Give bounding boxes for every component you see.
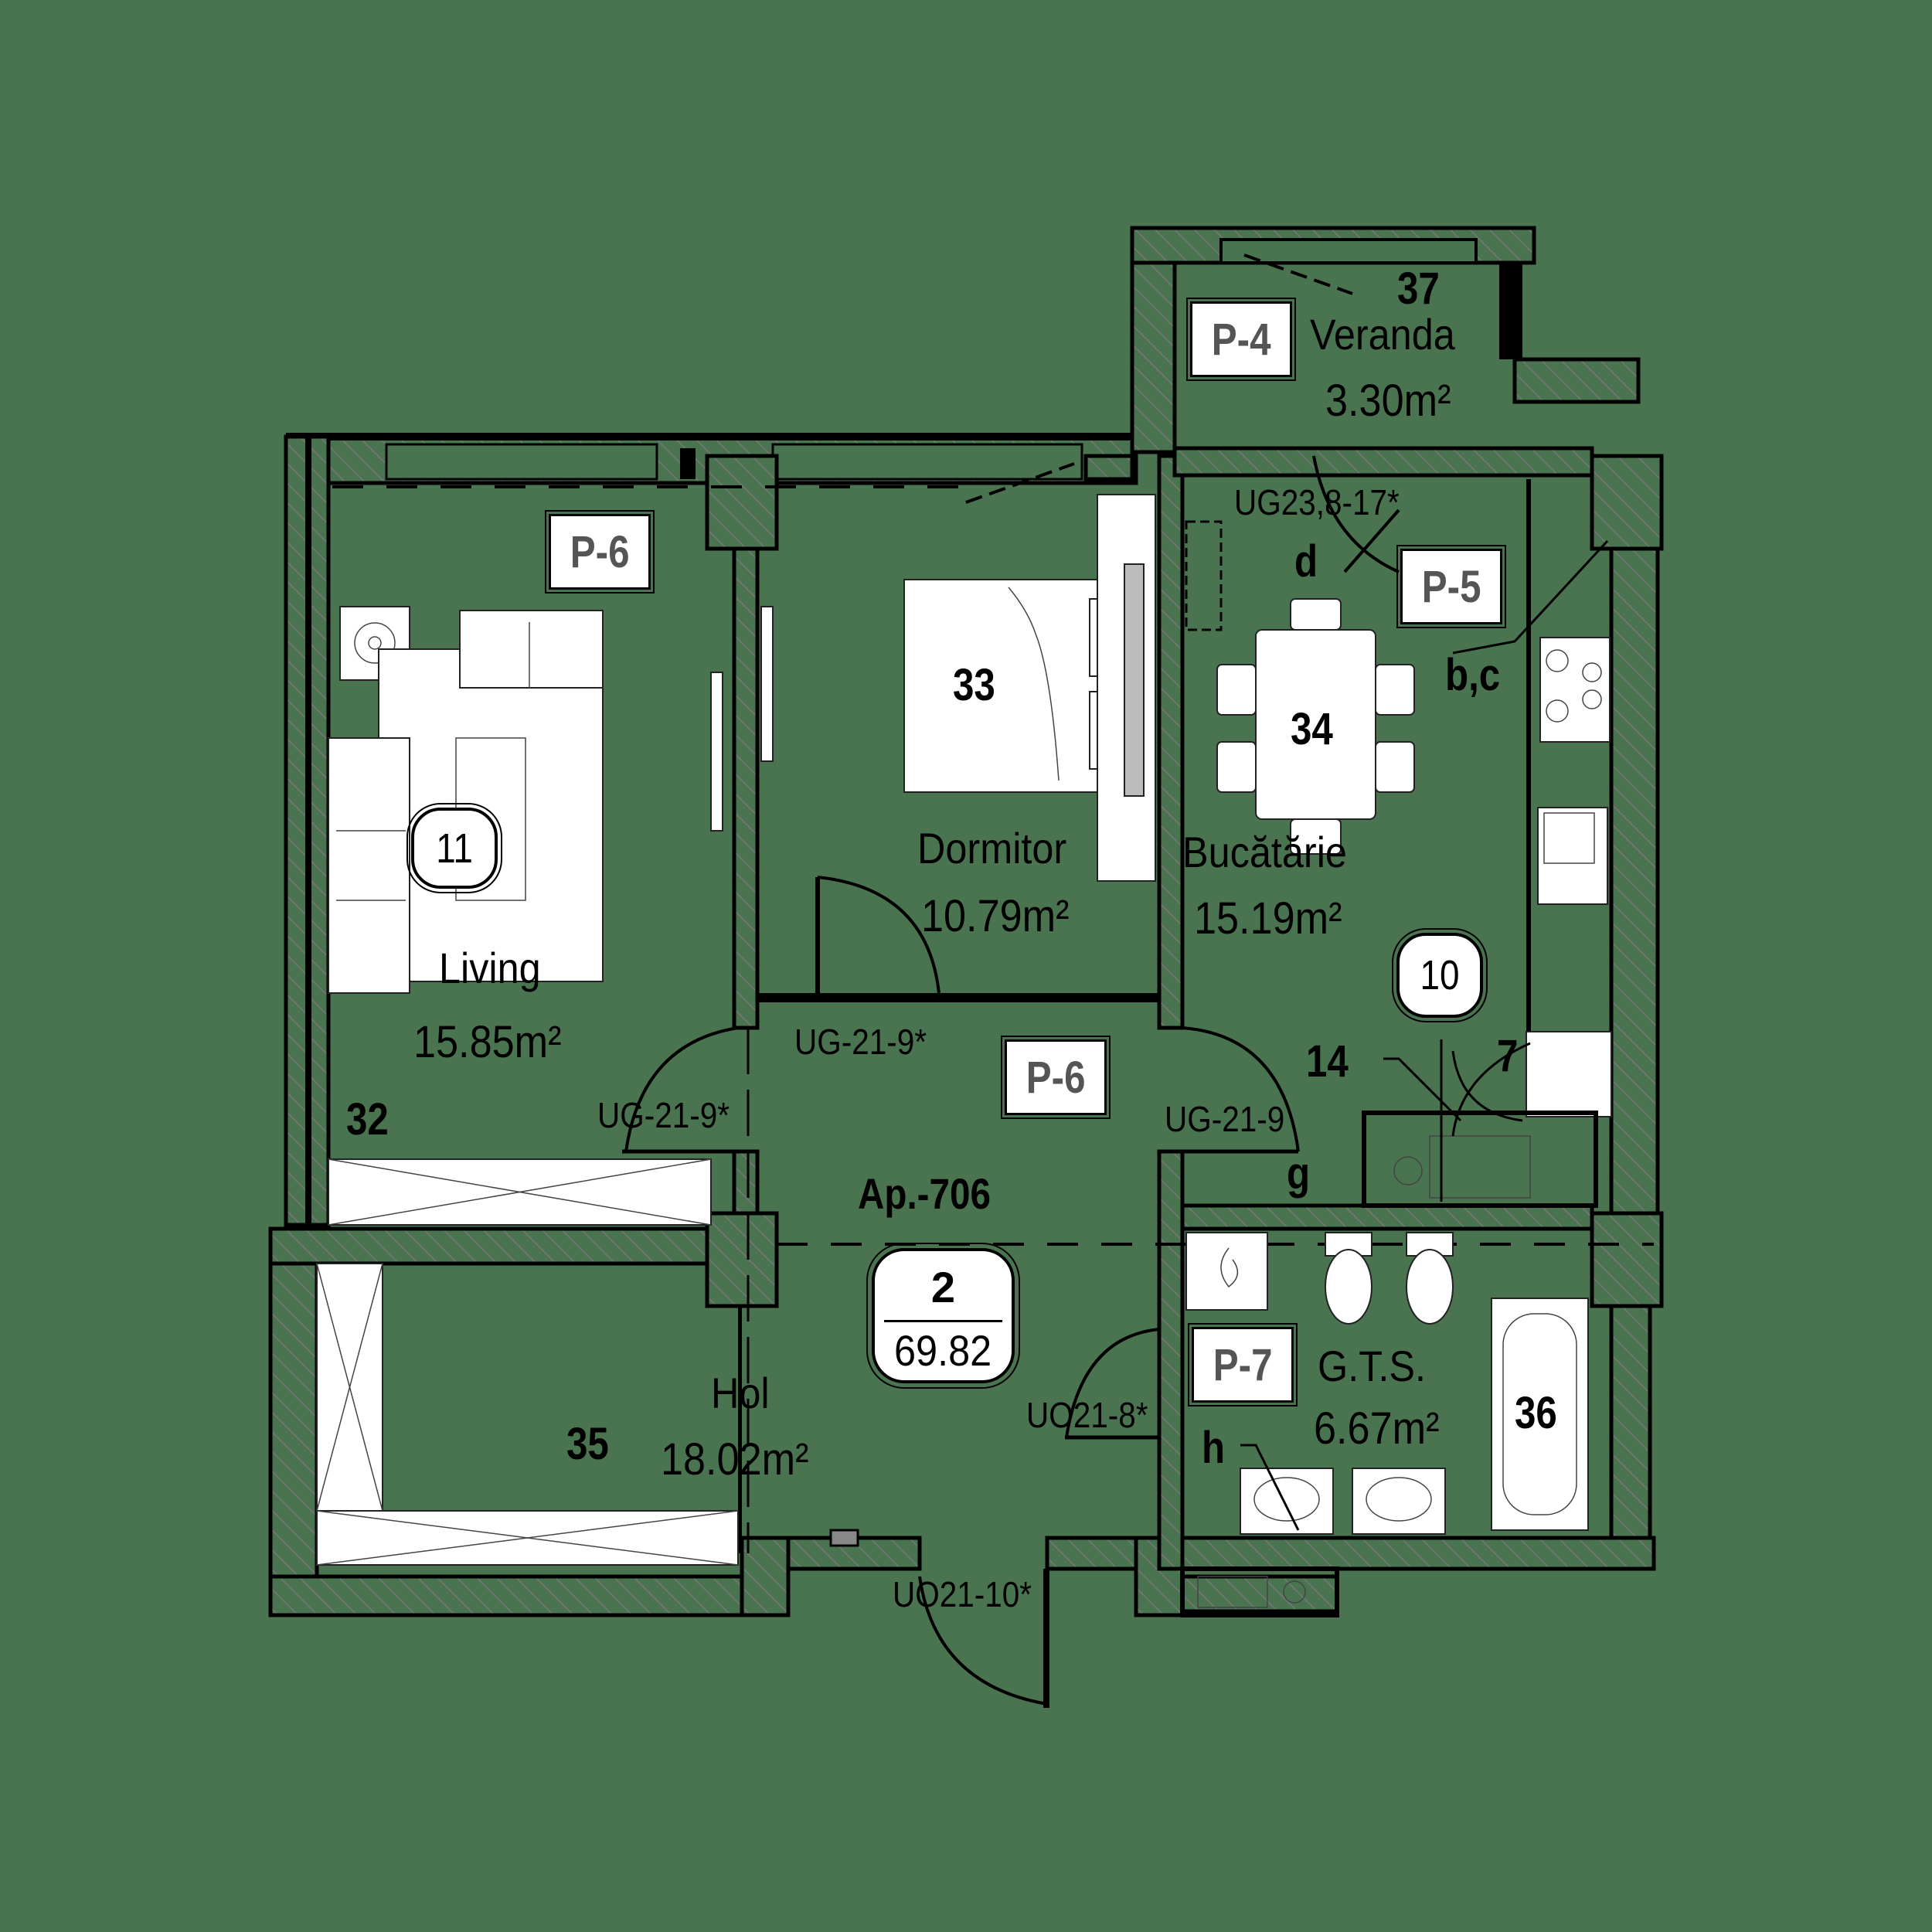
veranda-number: 37 [1397,264,1440,314]
living-name: Living [439,944,541,992]
door-code-living: UG-21-9* [597,1095,730,1135]
panel-tag-hall: P-6 [1001,1036,1111,1119]
dormitor-name: Dormitor [917,824,1067,872]
bathroom-fixtures [1180,1232,1589,1617]
bucatarie-number: 34 [1291,704,1333,754]
door-code-entry: UO21-10* [893,1574,1032,1614]
hol-number: 35 [566,1419,609,1469]
kitchen-furniture [1175,520,1612,1208]
hol-area: 18.02m² [661,1434,809,1485]
apartment-room-count: 2 [930,1263,956,1311]
panel-tag-veranda: P-4 [1186,298,1296,381]
panel-tag-kitchen: P-5 [1396,545,1506,628]
apartment-badge: 2 69.82 [866,1243,1020,1389]
marker-14: 14 [1306,1036,1349,1087]
marker-7: 7 [1497,1031,1519,1081]
door-code-kitchen: UG-21-9 [1165,1099,1285,1139]
badge-divider [884,1320,1002,1322]
living-number: 32 [346,1094,389,1145]
panel-tag-bathroom: P-7 [1188,1323,1298,1406]
marker-d: d [1294,536,1318,587]
bucatarie-area: 15.19m² [1194,893,1342,944]
gts-area: 6.67m² [1314,1403,1440,1454]
living-area: 15.85m² [413,1017,562,1067]
door-code-balcony: UG23,8-17* [1234,482,1400,522]
bedroom-furniture [760,494,1156,994]
dormitor-area: 10.79m² [921,891,1070,941]
exterior-walls [268,226,1660,1617]
round-tag-kitchen: 10 [1392,928,1488,1022]
hall-furniture [316,1026,1654,1708]
gts-number: 36 [1515,1388,1557,1438]
door-code-bathroom: UO21-8* [1026,1395,1148,1435]
structural-columns [705,454,1664,1308]
marker-h: h [1202,1423,1226,1473]
veranda-area: 3.30m² [1325,376,1451,426]
veranda-door [332,253,1400,573]
dormitor-number: 33 [953,660,995,710]
living-furniture [328,606,723,1226]
apartment-total-area: 69.82 [894,1326,992,1375]
door-code-bedroom: UG-21-9* [794,1022,927,1062]
bucatarie-name: Bucătărie [1182,828,1347,876]
panel-tag-living: P-6 [545,510,655,594]
interior-walls [268,446,1594,1571]
marker-bc: b,c [1445,650,1501,700]
gts-name: G.T.S. [1318,1342,1427,1390]
apartment-label: Ap.-706 [858,1169,991,1218]
marker-g: g [1287,1148,1311,1199]
round-tag-living: 11 [406,803,502,893]
veranda-name: Veranda [1310,310,1455,359]
hol-name: Hol [711,1369,770,1417]
